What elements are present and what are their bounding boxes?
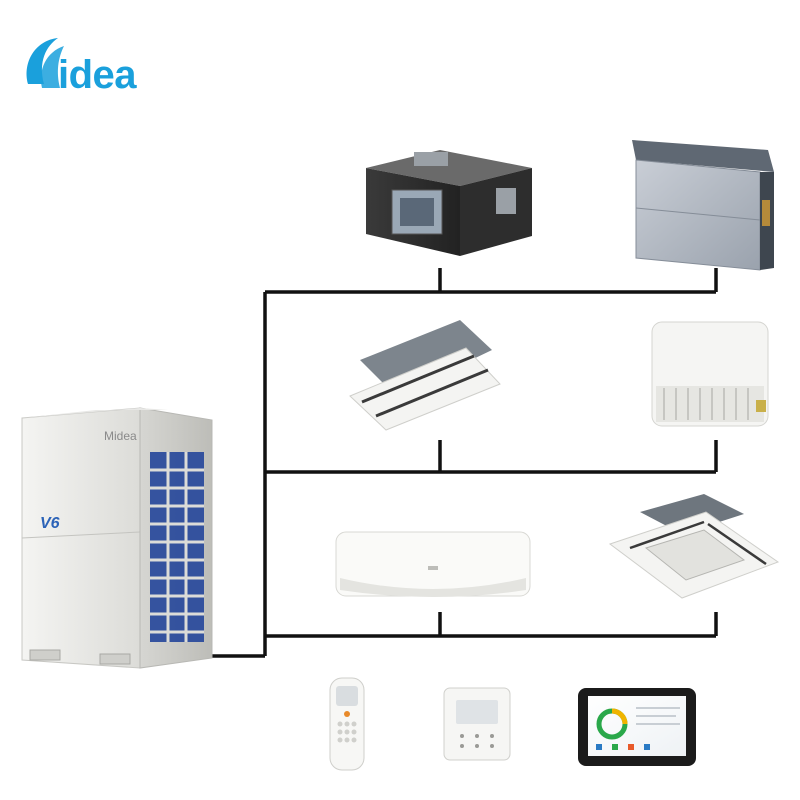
two-way-cassette-unit [349,320,501,431]
brand-name: idea [58,53,137,97]
outdoor-unit-brand: Midea [104,429,137,443]
ceiling-floor-unit [651,321,769,427]
outdoor-unit-v6: Midea V6 [21,407,213,669]
four-way-cassette-unit [608,494,780,599]
wall-mounted-unit [335,531,531,597]
refrigerant-pipe-network [206,268,718,658]
midea-logo: idea [26,38,138,97]
ducted-unit [366,150,532,256]
v6-badge: V6 [40,515,60,532]
remote-controller [329,677,365,771]
midea-swoosh-icon [26,38,64,88]
wired-controller [443,687,511,761]
heat-exchanger-fins [150,452,204,642]
touch-screen-controller [578,688,696,766]
floor-concealed-unit [632,140,774,271]
